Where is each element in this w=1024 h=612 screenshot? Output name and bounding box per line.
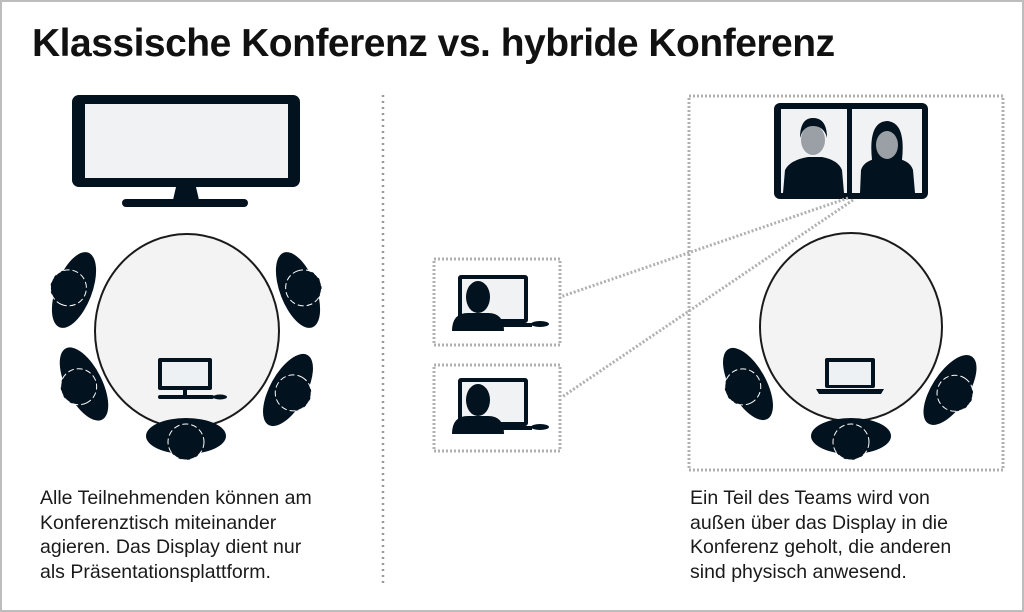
- caption-line: sind physisch anwesend.: [690, 560, 907, 583]
- participant-icon: [145, 417, 227, 461]
- remote-participant-box: [432, 257, 562, 347]
- caption-line: Ein Teil des Teams wird von: [690, 487, 930, 509]
- remote-connection-line: [561, 198, 854, 399]
- page-title: Klassische Konferenz vs. hybride Konfere…: [32, 22, 835, 65]
- caption-line: Konferenz geholt, die anderen: [690, 536, 952, 558]
- remote-connection-line: [559, 196, 849, 299]
- caption-line: außen über das Display in die: [690, 511, 948, 534]
- left-caption: Alle Teilnehmenden können am Konferenzti…: [40, 486, 312, 584]
- remote-participant-box: [432, 363, 562, 453]
- caption-line: Alle Teilnehmenden können am: [40, 487, 312, 509]
- laptop-icon: [816, 358, 884, 394]
- caption-line: agieren. Das Display dient nur: [40, 536, 302, 558]
- right-caption: Ein Teil des Teams wird von außen über d…: [690, 486, 951, 584]
- left-display-icon: [72, 95, 300, 207]
- desktop-computer-icon: [158, 358, 227, 400]
- caption-line: Konferenztisch miteinander: [40, 511, 277, 534]
- video-call-display-icon: [774, 103, 928, 199]
- meeting-room-boundary: [687, 94, 1005, 472]
- remote-participant-icon: [452, 378, 549, 434]
- participant-icon: [810, 417, 892, 461]
- remote-participant-icon: [452, 275, 549, 331]
- caption-line: als Präsentationsplattform.: [40, 560, 271, 583]
